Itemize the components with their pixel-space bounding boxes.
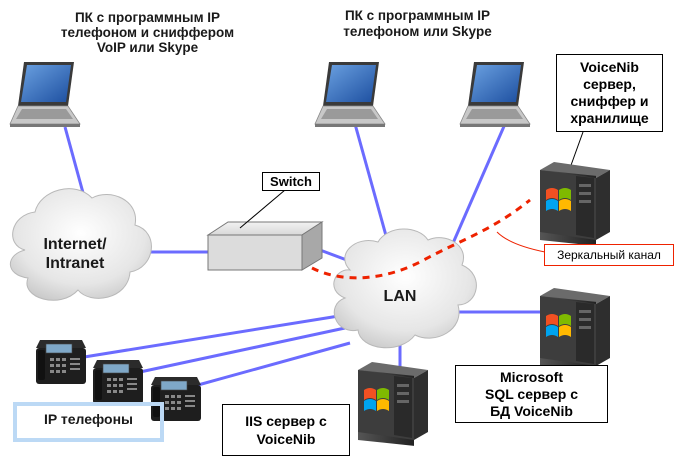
ip-phone-1	[35, 339, 87, 385]
label-switch: Switch	[262, 172, 320, 191]
switch-callout-line	[239, 189, 286, 229]
mirror-channel-line	[311, 198, 531, 280]
voicenib-server-tower	[540, 162, 610, 246]
label-voicenib-server: VoiceNib сервер, сниффер и хранилище	[556, 54, 663, 132]
label-internet: Internet/ Intranet	[43, 236, 107, 272]
mirror-callout-line	[496, 231, 546, 253]
switch-device	[206, 221, 324, 271]
voicenib-callout-line	[569, 131, 584, 169]
label-pc-voip: ПК с программным IP телефоном или Skype	[343, 8, 492, 39]
laptop-pc-right	[459, 61, 531, 128]
laptop-pc-left	[9, 61, 81, 128]
internet-cloud	[9, 188, 152, 301]
label-iis-server: IIS сервер с VoiceNib	[222, 404, 350, 456]
sql-server-tower	[540, 288, 610, 372]
label-sql-server: Microsoft SQL сервер с БД VoiceNib	[455, 365, 608, 423]
label-lan: LAN	[383, 288, 417, 305]
label-mirror-channel: Зеркальный канал	[544, 244, 674, 266]
lan-cloud	[333, 228, 477, 349]
label-pc-voip-sniffer: ПК с программным IP телефоном и снифферо…	[60, 10, 235, 55]
ip-phones-frame	[13, 402, 164, 442]
laptop-pc-middle	[314, 61, 386, 128]
network-links	[63, 123, 540, 387]
ip-phone-3	[150, 376, 202, 422]
label-ip-phones: IP телефоны	[43, 411, 134, 427]
ip-phone-2	[92, 359, 144, 405]
iis-server-tower	[358, 362, 428, 446]
